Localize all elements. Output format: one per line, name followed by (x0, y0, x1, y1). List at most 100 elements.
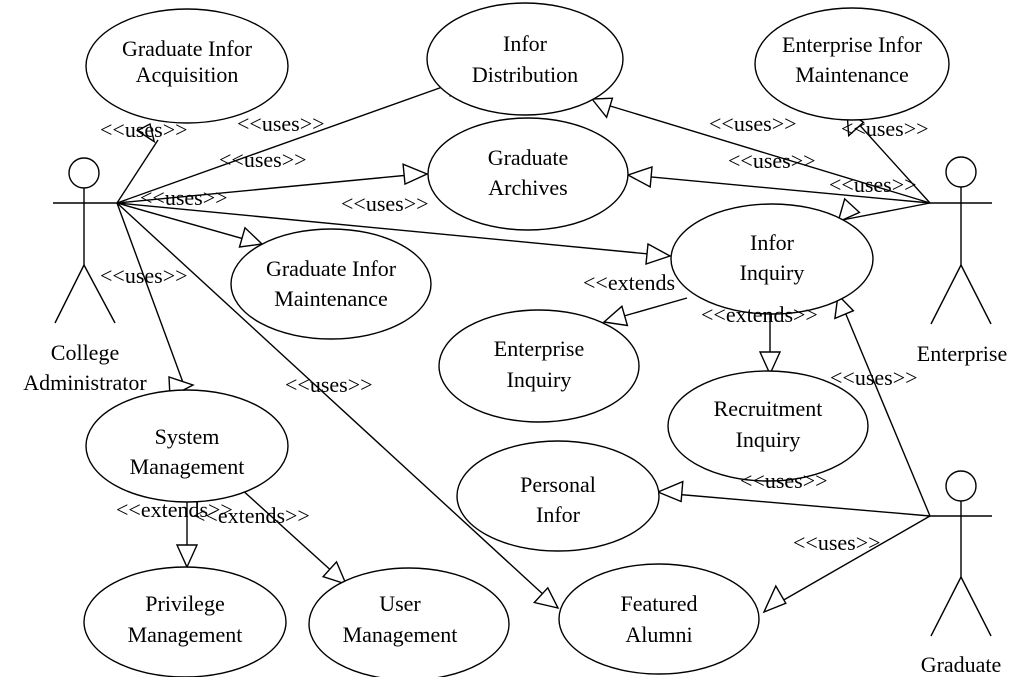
line-graduate-personal-infor (661, 492, 931, 517)
actor-graduate: Graduate (921, 470, 1002, 677)
connection-lines (116, 84, 931, 610)
uses-label: <<uses>> (237, 111, 325, 136)
arrowhead-privilege (175, 544, 199, 569)
use-case-label: User (379, 591, 421, 616)
line-admin-system-management (116, 202, 186, 389)
line-enterprise-archives (629, 174, 931, 204)
uses-label: <<uses>> (841, 116, 929, 141)
uses-label: <<uses>> (709, 111, 797, 136)
uses-label: <<uses>> (740, 468, 828, 493)
use-case-graduate-infor-maintenance: Graduate Infor Maintenance (230, 228, 432, 340)
actor-label: Administrator (23, 370, 147, 395)
arrowhead-archives (402, 163, 429, 186)
arrowhead-infor-inquiry-graduate (834, 293, 855, 320)
arrowhead-archives-enterprise (626, 165, 653, 189)
use-case-label: Inquiry (736, 427, 801, 452)
use-case-label: Infor (536, 502, 581, 527)
use-case-graduate-archives: Graduate Archives (427, 117, 629, 231)
actor-enterprise: Enterprise (917, 156, 1007, 366)
use-case-label: Alumni (625, 622, 692, 647)
use-case-user-management: User Management (308, 567, 510, 677)
arrowhead-graduate-maintenance (238, 226, 264, 248)
actor-leg-right (83, 264, 116, 324)
use-case-featured-alumni: Featured Alumni (558, 563, 760, 675)
uses-label: <<uses>> (341, 191, 429, 216)
use-case-enterprise-inquiry: Enterprise Inquiry (438, 309, 640, 423)
arrowheads (135, 75, 865, 614)
line-admin-graduate-maintenance (116, 202, 259, 244)
use-case-label: System (155, 424, 220, 449)
use-case-privilege-management: Privilege Management (83, 566, 287, 677)
use-case-label: Recruitment (714, 396, 823, 421)
use-case-graduate-infor-acquisition: Graduate Infor Acquisition (85, 8, 289, 124)
use-case-label: Enterprise (494, 336, 584, 361)
arrowhead-recruitment (758, 351, 782, 376)
use-case-infor-inquiry: Infor Inquiry (670, 203, 874, 315)
line-admin-distribution (116, 84, 449, 204)
uses-label: <<uses>> (219, 147, 307, 172)
actor-head (945, 156, 977, 188)
arrowhead-user (321, 560, 348, 586)
use-case-label: Featured (621, 591, 698, 616)
use-case-label: Distribution (472, 62, 578, 87)
extends-label: <<extends>> (701, 302, 818, 327)
line-admin-acquisition (116, 139, 159, 204)
use-case-label: Management (128, 622, 243, 647)
uses-label: <<uses>> (100, 263, 188, 288)
use-case-label: Management (130, 454, 245, 479)
stereotype-labels: <<uses>> <<uses>> <<uses>> <<uses>> <<us… (100, 111, 929, 555)
use-case-label: Infor (503, 31, 548, 56)
actor-label: Enterprise (917, 341, 1007, 366)
line-graduate-infor-inquiry (839, 299, 931, 517)
actor-leg-left (54, 264, 85, 324)
use-case-label: Graduate Infor (122, 36, 253, 61)
line-graduate-featured-alumni (767, 515, 931, 610)
line-admin-infor-inquiry (116, 202, 671, 257)
uses-label: <<uses>> (793, 530, 881, 555)
use-case-label: Graduate (488, 145, 569, 170)
use-case-label: Personal (520, 472, 596, 497)
extends-label: <<extends>> (116, 497, 233, 522)
use-case-label: Infor (750, 230, 795, 255)
uses-label: <<uses>> (100, 117, 188, 142)
extends-label: <<extends>> (193, 503, 310, 528)
use-case-system-management: System Management (85, 389, 289, 503)
line-enterprise-ent-maintenance (854, 119, 931, 204)
use-case-infor-distribution: Infor Distribution (426, 2, 624, 116)
actor-head (945, 470, 977, 502)
actor-head (68, 157, 100, 189)
extends-label: <<extends (583, 270, 675, 295)
use-case-label: Maintenance (795, 62, 909, 87)
use-case-label: Enterprise Infor (782, 32, 923, 57)
use-case-enterprise-infor-maintenance: Enterprise Infor Maintenance (754, 7, 950, 121)
arrowhead-enterprise-inquiry (602, 305, 629, 327)
arrowhead-infor-inquiry-enterprise (836, 197, 861, 224)
arrowhead-acquisition (135, 122, 156, 144)
line-admin-archives (116, 173, 421, 204)
use-case-label: Inquiry (740, 260, 805, 285)
use-case-label: Archives (488, 175, 567, 200)
actor-leg-left (930, 264, 962, 325)
uses-label: <<uses>> (728, 148, 816, 173)
use-case-label: Maintenance (274, 286, 388, 311)
uses-label: <<uses>> (285, 372, 373, 397)
actor-leg-left (930, 576, 962, 637)
actor-leg-right (960, 264, 992, 325)
actor-leg-right (960, 576, 992, 637)
arrowhead-infor-inquiry (645, 242, 672, 266)
use-case-label: Management (343, 622, 458, 647)
uses-label: <<uses>> (829, 172, 917, 197)
line-enterprise-infor-inquiry (841, 202, 931, 221)
actor-label: Graduate (921, 652, 1002, 677)
arrowhead-distribution-enterprise (590, 97, 614, 119)
use-case-personal-infor: Personal Infor (456, 440, 660, 552)
arrowhead-featured-alumni (532, 586, 560, 610)
line-system-user (239, 487, 347, 585)
uses-label: <<uses>> (140, 185, 228, 210)
line-enterprise-distribution (596, 101, 931, 204)
use-case-label: Graduate Infor (266, 256, 397, 281)
use-case-label: Inquiry (507, 367, 572, 392)
actor-college-administrator: College Administrator (23, 157, 147, 395)
line-admin-featured-alumni (116, 202, 559, 609)
